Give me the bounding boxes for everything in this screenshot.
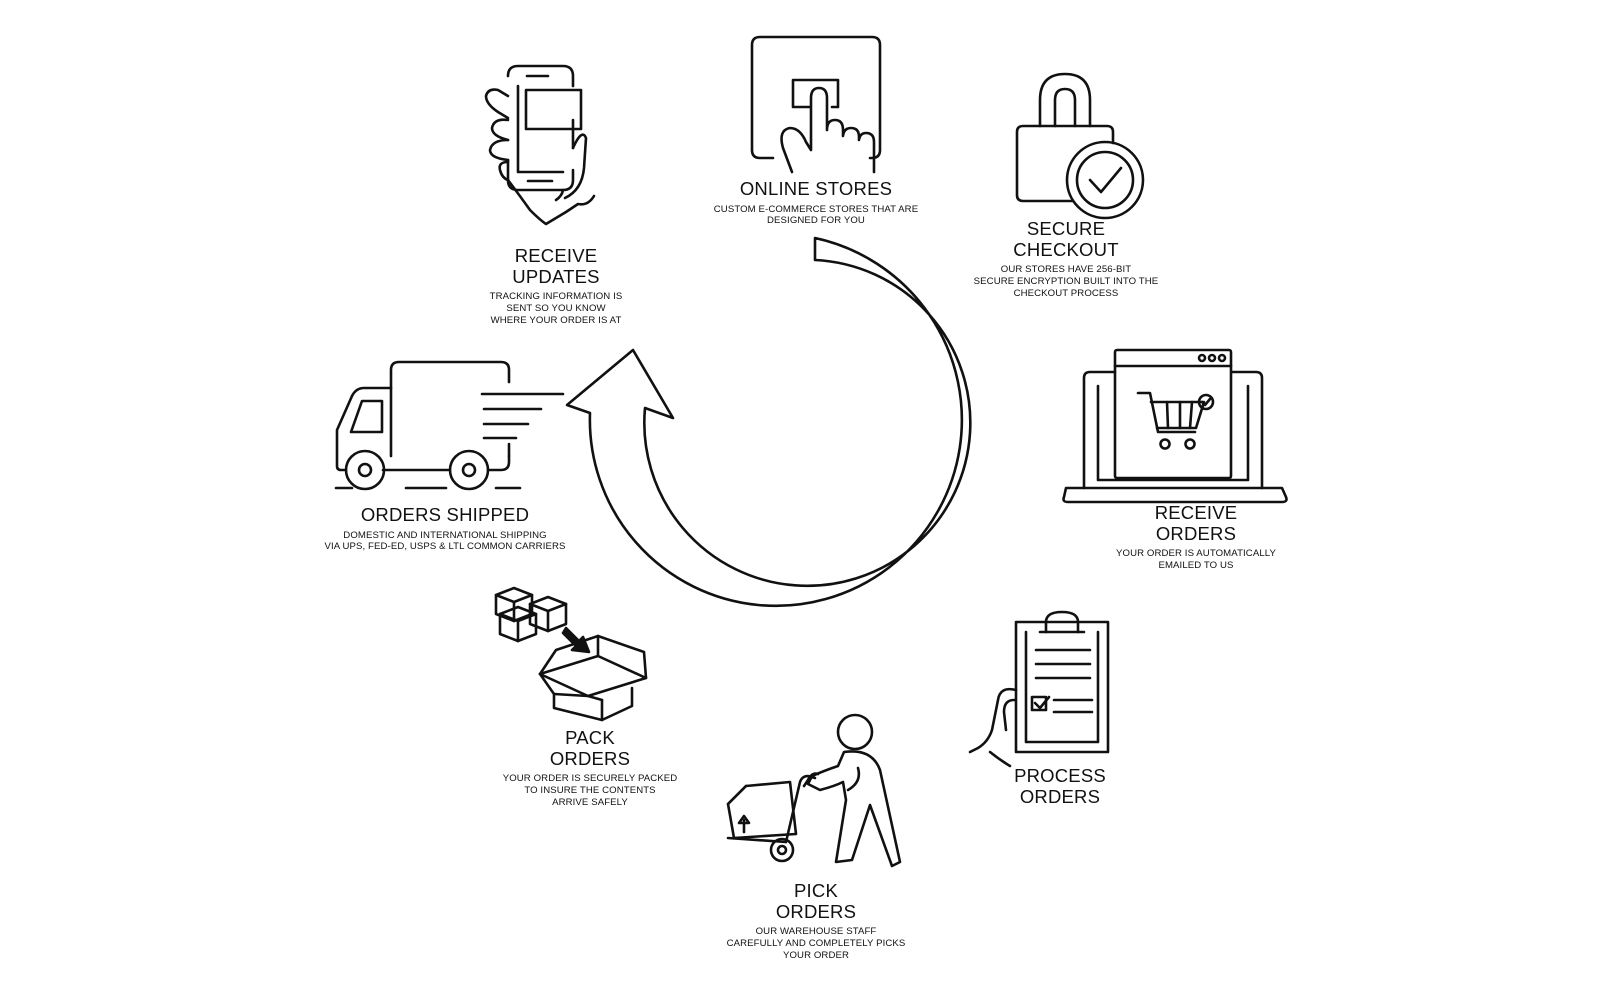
step-description-line: SECURE ENCRYPTION BUILT INTO THE [973,276,1159,288]
step-description-line: YOUR ORDER IS SECURELY PACKED [502,773,678,785]
step-description: CUSTOM E-COMMERCE STORES THAT ARE DESIGN… [690,204,942,227]
step-pick-orders: PICK ORDERS OUR WAREHOUSE STAFF CAREFULL… [690,880,942,962]
step-description: OUR STORES HAVE 256-BIT SECURE ENCRYPTIO… [940,264,1192,299]
step-description: DOMESTIC AND INTERNATIONAL SHIPPING VIA … [300,530,590,553]
step-description-line: CUSTOM E-COMMERCE STORES THAT ARE [713,203,919,215]
step-description-line: OUR STORES HAVE 256-BIT [1000,264,1132,276]
step-title-line: PICK [794,880,838,901]
step-title-line: ORDERS [775,900,857,922]
step-receive-orders: RECEIVE ORDERS YOUR ORDER IS AUTOMATICAL… [1070,502,1322,572]
step-description-line: CAREFULLY AND COMPLETELY PICKS [726,938,906,950]
step-description-line: VIA UPS, FED-ED, USPS & LTL COMMON CARRI… [324,541,566,553]
step-title-line: PROCESS [1014,765,1106,786]
step-description-line: OUR WAREHOUSE STAFF [755,926,877,938]
step-description-line: ARRIVE SAFELY [552,796,628,808]
step-title: ORDERS SHIPPED [300,504,590,526]
step-title: PICK ORDERS [690,880,942,922]
step-title-line: RECEIVE [1154,502,1238,523]
padlock-check-icon [1015,72,1145,220]
clipboard-check-icon [968,610,1110,768]
step-title-line: ORDERS [549,747,631,769]
step-description-line: DESIGNED FOR YOU [767,215,865,227]
step-receive-updates: RECEIVE UPDATES TRACKING INFORMATION IS … [430,245,682,327]
step-title: PACK ORDERS [464,727,716,769]
step-title: RECEIVE UPDATES [430,245,682,287]
step-title: SECURE CHECKOUT [940,218,1192,260]
step-description-line: YOUR ORDER [782,949,850,961]
step-title-line: UPDATES [512,265,600,287]
hand-truck-worker-icon [726,713,902,868]
step-pack-orders: PACK ORDERS YOUR ORDER IS SECURELY PACKE… [464,727,716,809]
step-description: TRACKING INFORMATION IS SENT SO YOU KNOW… [430,291,682,326]
step-orders-shipped: ORDERS SHIPPED DOMESTIC AND INTERNATIONA… [300,504,590,553]
step-title-line: PACK [565,727,615,748]
delivery-truck-icon [334,360,565,491]
step-title: ONLINE STORES [690,178,942,200]
step-description-line: WHERE YOUR ORDER IS AT [490,314,622,326]
step-description-line: SENT SO YOU KNOW [506,303,606,315]
step-description-line: DOMESTIC AND INTERNATIONAL SHIPPING [343,529,547,541]
step-process-orders: PROCESS ORDERS [960,765,1160,807]
step-title-line: ORDERS SHIPPED [360,504,530,525]
step-description-line: TO INSURE THE CONTENTS [524,785,656,797]
step-title-line: RECEIVE [514,245,598,266]
laptop-cart-icon [1062,348,1288,504]
step-description-line: YOUR ORDER IS AUTOMATICALLY [1116,548,1276,560]
step-description: YOUR ORDER IS SECURELY PACKED TO INSURE … [464,773,716,808]
step-description: YOUR ORDER IS AUTOMATICALLY EMAILED TO U… [1070,548,1322,571]
step-description: OUR WAREHOUSE STAFF CAREFULLY AND COMPLE… [690,926,942,961]
boxes-packing-icon [494,586,648,722]
step-title-line: ORDERS [1019,785,1101,807]
step-description-line: EMAILED TO US [1158,560,1234,572]
step-secure-checkout: SECURE CHECKOUT OUR STORES HAVE 256-BIT … [940,218,1192,300]
step-title: PROCESS ORDERS [960,765,1160,807]
step-title-line: ORDERS [1155,522,1237,544]
smartphone-hand-icon [484,64,596,226]
step-title-line: SECURE [1026,218,1106,239]
step-title: RECEIVE ORDERS [1070,502,1322,544]
step-description-line: CHECKOUT PROCESS [1013,287,1119,299]
step-online-stores: ONLINE STORES CUSTOM E-COMMERCE STORES T… [690,178,942,227]
touch-screen-icon [750,35,882,174]
step-title-line: ONLINE STORES [739,178,893,199]
step-title-line: CHECKOUT [1013,238,1119,260]
cycle-arrow [565,236,972,608]
step-description-line: TRACKING INFORMATION IS [489,291,623,303]
